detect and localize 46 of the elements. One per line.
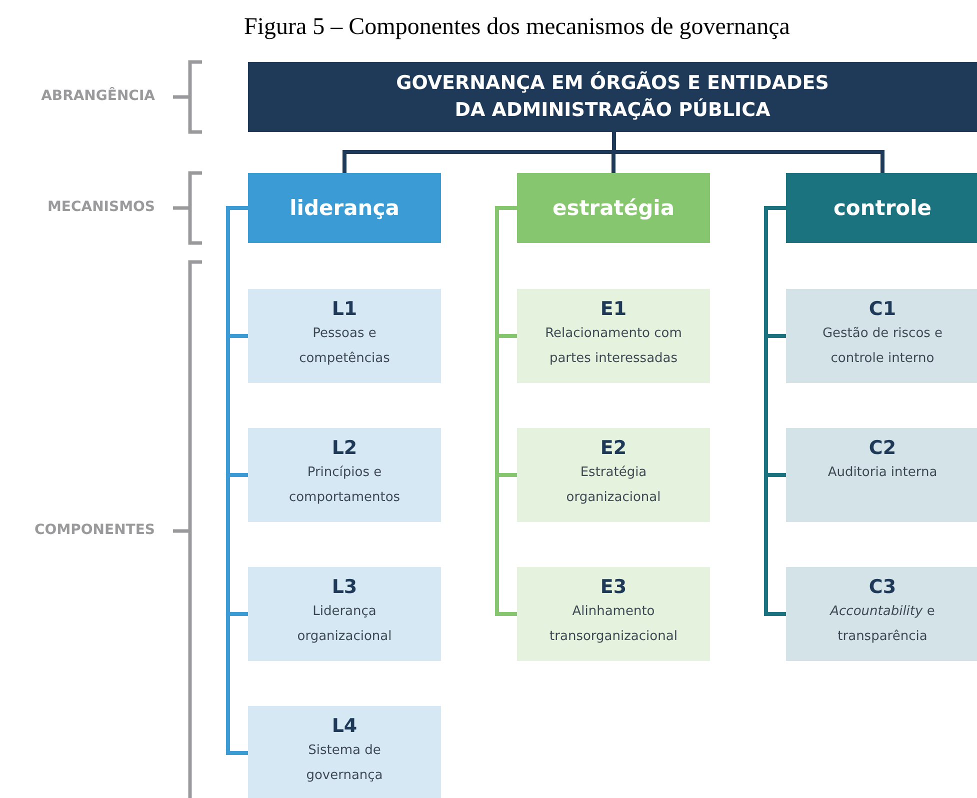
- component-code: L3: [332, 575, 358, 599]
- component-code: L2: [332, 436, 358, 460]
- component-description: Accountability e transparência: [828, 603, 936, 646]
- component-description: Sistema de governança: [305, 742, 384, 785]
- component-description: Estratégia organizacional: [565, 464, 662, 507]
- component-code: C1: [868, 297, 896, 321]
- component-box: [517, 289, 710, 383]
- component-code: C3: [868, 575, 896, 599]
- component-description: Princípios e comportamentos: [288, 464, 402, 507]
- header-text: GOVERNANÇA EM ÓRGÃOS E ENTIDADES DA ADMINISTRAÇÃO PÚBLICA: [395, 70, 830, 123]
- connector-line: [764, 206, 786, 616]
- component-box: [517, 567, 710, 661]
- component-code: E2: [600, 436, 627, 460]
- level-label: ABRANGÊNCIA: [41, 88, 155, 104]
- component-box: [786, 428, 977, 522]
- component-description: Gestão de riscos e controle interno: [821, 325, 944, 368]
- component-box: [248, 428, 441, 522]
- mechanism-label: estratégia: [552, 196, 674, 220]
- level-label: COMPONENTES: [34, 522, 155, 538]
- component-description: Alinhamento transorganizacional: [548, 603, 678, 646]
- figure-title: Figura 5 – Componentes dos mecanismos de governança: [244, 14, 790, 41]
- component-description: Liderança organizacional: [296, 603, 393, 646]
- component-box: [517, 428, 710, 522]
- mechanism-box: [517, 173, 710, 243]
- connector-line: [612, 132, 884, 173]
- component-description: Relacionamento com partes interessadas: [544, 325, 683, 368]
- mechanism-label: liderança: [290, 196, 400, 220]
- component-box: [786, 289, 977, 383]
- mechanism-box: [786, 173, 977, 243]
- header-box: [248, 62, 977, 132]
- mechanism-label: controle: [833, 196, 932, 220]
- connector-line: [495, 206, 517, 616]
- component-box: [786, 567, 977, 661]
- mechanism-box: [248, 173, 441, 243]
- component-code: L4: [332, 714, 358, 738]
- component-code: E3: [600, 575, 627, 599]
- component-code: L1: [332, 297, 358, 321]
- component-description: Pessoas e competências: [298, 325, 391, 368]
- component-box: [248, 289, 441, 383]
- component-box: [248, 567, 441, 661]
- component-description: Auditoria interna: [828, 464, 938, 482]
- component-code: E1: [600, 297, 627, 321]
- level-label: MECANISMOS: [47, 199, 155, 215]
- connector-line: [226, 206, 248, 755]
- component-box: [248, 706, 441, 798]
- component-code: C2: [868, 436, 896, 460]
